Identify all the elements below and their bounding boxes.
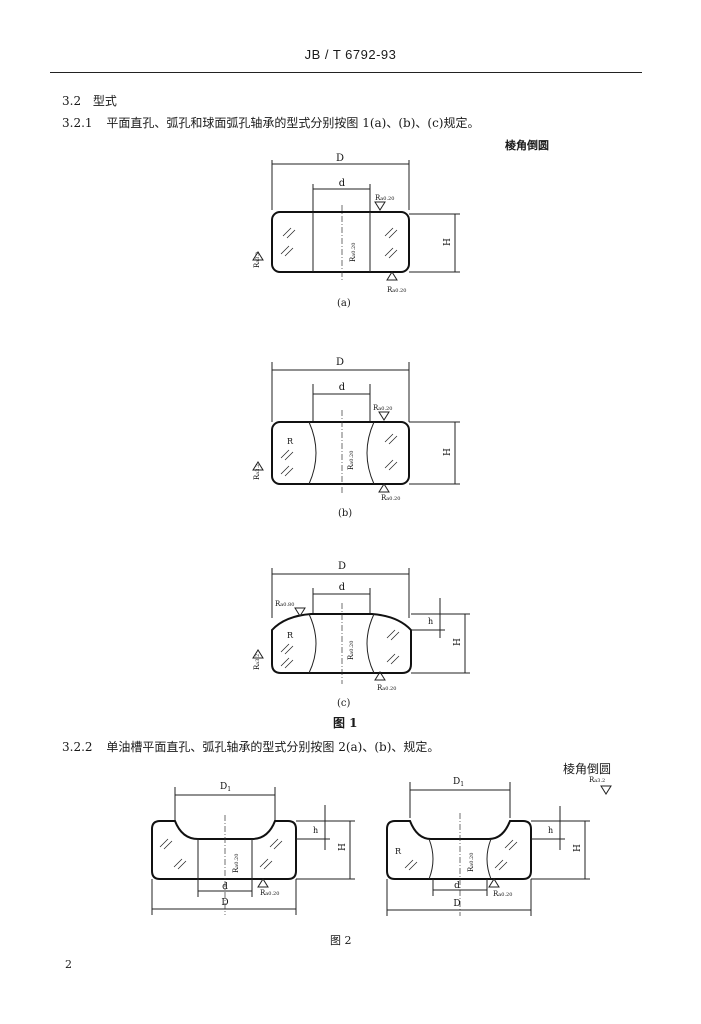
roughness-c-top: Ra0.80: [275, 600, 294, 608]
subfig-b-label: (b): [338, 508, 353, 519]
section-3-2-2: 3.2.2 单油槽平面直孔、弧孔轴承的型式分别按图 2(a)、(b)、规定。: [62, 738, 439, 755]
header-rule: [50, 72, 642, 73]
dim-d-2b: d: [454, 881, 460, 891]
roughness-2b-bottom: Ra0.20: [493, 890, 512, 898]
roughness-b-bore: Ra0.20: [347, 451, 355, 470]
dim-R-b: R: [287, 437, 294, 446]
dim-h-c: h: [428, 617, 433, 626]
roughness-2a-bottom: Ra0.20: [260, 889, 279, 897]
subfig-c-label: (c): [337, 698, 351, 709]
dim-H-b: H: [443, 448, 453, 456]
section-3-2-title: 型式: [92, 94, 117, 108]
dim-H-2a: H: [338, 843, 348, 851]
figure-2a: D1 h H d D Ra0.20 Ra0.20: [151, 782, 355, 915]
dim-D-c: D: [338, 561, 346, 572]
roughness-a020-top: Ra0.20: [375, 194, 394, 202]
roughness-2a-bore: Ra0.20: [232, 854, 240, 873]
section-3-2-number: 3.2: [62, 94, 82, 108]
roughness-c-side: Ra3.2: [253, 654, 261, 670]
roughness-a020-bottom: Ra0.20: [387, 286, 406, 294]
roughness-a32: Ra3.2: [253, 252, 261, 268]
section-3-2-1-text: 平面直孔、弧孔和球面弧孔轴承的型式分别按图 1(a)、(b)、(c)规定。: [106, 116, 480, 130]
roughness-b-top: Ra0.20: [373, 404, 392, 412]
subfig-a-label: (a): [337, 298, 351, 309]
roughness-2b-note: Ra3.2: [589, 776, 605, 784]
dim-h-2a: h: [313, 826, 318, 835]
dim-d-2a: d: [222, 882, 228, 892]
dim-H-c: H: [453, 638, 463, 646]
section-3-2-2-text: 单油槽平面直孔、弧孔轴承的型式分别按图 2(a)、(b)、规定。: [106, 740, 440, 754]
dim-D: D: [336, 153, 344, 164]
figure-2-caption: 图 2: [330, 934, 352, 947]
dim-D-2a: D: [221, 898, 228, 908]
dim-D1-2a: D1: [220, 782, 231, 793]
roughness-b-bottom: Ra0.20: [381, 494, 400, 502]
roughness-a020-bore: Ra0.20: [349, 243, 357, 262]
dim-H: H: [443, 238, 453, 246]
section-3-2-1-number: 3.2.1: [62, 116, 93, 130]
dim-d: d: [339, 178, 346, 189]
dim-H-2b: H: [573, 844, 583, 852]
figure-1-caption: 图 1: [333, 716, 358, 730]
dim-R-c: R: [287, 631, 294, 640]
dim-d-b: d: [339, 382, 346, 393]
page-number: 2: [65, 958, 72, 971]
dim-D1-2b: D1: [453, 777, 464, 788]
dim-d-c: d: [339, 582, 346, 593]
section-3-2-2-number: 3.2.2: [62, 740, 93, 754]
figure-1a: D d H Ra0.20 Ra3.2 Ra0.20 Ra0.20: [252, 153, 460, 294]
chamfer-note-1: 棱角倒圆: [505, 139, 549, 152]
dim-h-2b: h: [548, 826, 553, 835]
section-3-2: 3.2 型式: [62, 92, 117, 109]
figure-2b: Ra3.2 D1 R h H d D Ra0.20 Ra0.20: [386, 776, 612, 916]
roughness-c-bottom: Ra0.20: [377, 684, 396, 692]
page-header: JB / T 6792-93: [304, 47, 397, 62]
dim-D-b: D: [336, 357, 344, 368]
figure-1c: D d R h H Ra0.80 Ra3.2 Ra0.20 Ra0.20: [252, 561, 470, 692]
chamfer-note-2: 棱角倒圆: [563, 762, 612, 776]
roughness-b-side: Ra3.2: [253, 464, 261, 480]
section-3-2-1: 3.2.1 平面直孔、弧孔和球面弧孔轴承的型式分别按图 1(a)、(b)、(c)…: [62, 114, 479, 131]
figure-1b: D d R H Ra0.20 Ra3.2 Ra0.20 Ra0.20: [252, 357, 460, 502]
dim-R-2b: R: [395, 847, 402, 856]
roughness-c-bore: Ra0.20: [347, 641, 355, 660]
dim-D-2b: D: [453, 899, 460, 909]
roughness-2b-bore: Ra0.20: [467, 853, 475, 872]
